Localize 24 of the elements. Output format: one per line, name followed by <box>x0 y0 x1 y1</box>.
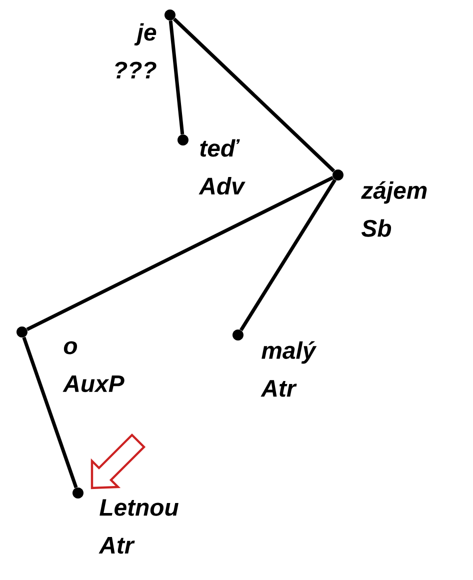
node-label: Sb <box>361 219 392 237</box>
node-label: malý <box>262 341 317 364</box>
tree-node: Letnou Atr <box>72 488 178 554</box>
node-label: ??? <box>115 62 156 78</box>
edge-line <box>26 176 334 332</box>
edge-line <box>168 20 184 135</box>
node-label: Letnou <box>100 499 178 516</box>
tree-node: malý Atr <box>232 330 317 397</box>
node-label: teď <box>200 139 240 157</box>
tree-node: je ??? <box>115 10 176 78</box>
block-arrow <box>90 433 146 490</box>
node-label: AuxP <box>62 375 124 392</box>
node-label: je <box>134 23 156 46</box>
node-label: Atr <box>98 537 135 554</box>
edge-line <box>240 178 336 332</box>
node-label: Atr <box>260 380 297 397</box>
node-label: o <box>64 341 78 354</box>
tree-node: teď Adv <box>178 134 246 195</box>
edge-line <box>22 336 78 488</box>
tree-node: o AuxP <box>16 326 124 392</box>
edge-line <box>172 18 336 172</box>
tree-node: zájem Sb <box>332 170 427 237</box>
node-label: zájem <box>361 181 427 204</box>
node-label: Adv <box>198 177 246 195</box>
